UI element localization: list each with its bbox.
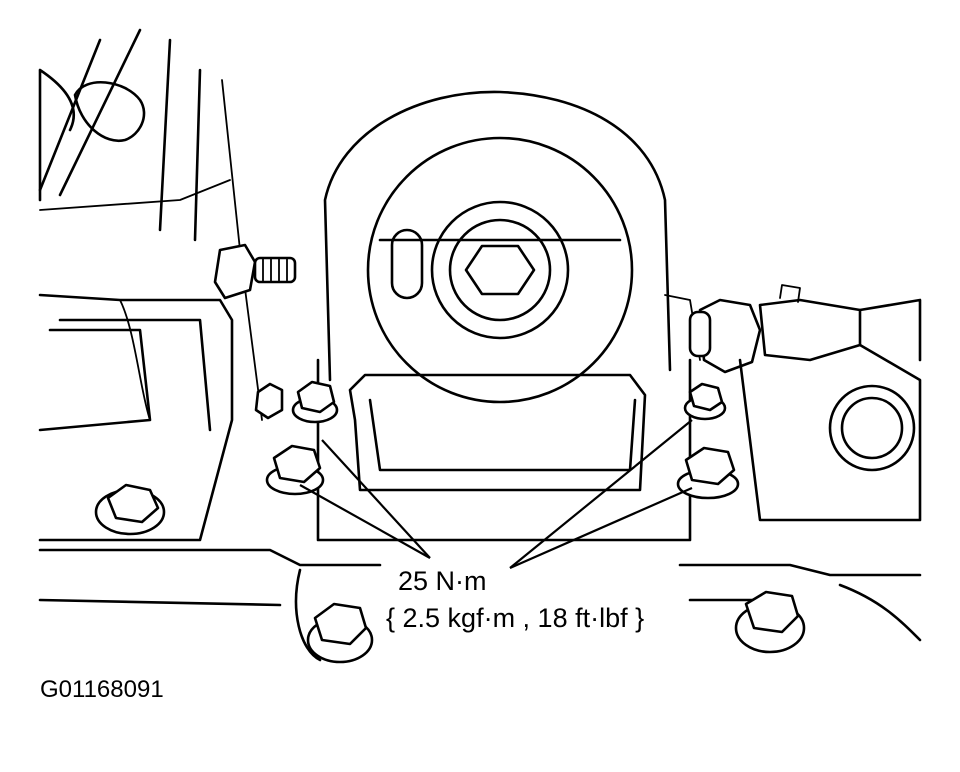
mount-base <box>316 294 701 542</box>
figure-id-label: G01168091 <box>40 676 164 703</box>
small-bolt-left <box>254 382 284 420</box>
lower-frame <box>38 548 922 662</box>
torque-conversion-label: { 2.5 kgf·m , 18 ft·lbf } <box>386 603 645 633</box>
lower-bolt-left <box>306 602 374 664</box>
mount-bolt-3 <box>676 446 740 500</box>
mount-bolt-2 <box>291 380 339 424</box>
mount-bolt-1 <box>265 444 325 496</box>
mount-housing <box>323 90 672 404</box>
upper-left-structure <box>38 28 231 242</box>
left-bracket <box>38 293 234 542</box>
torque-leader-lines <box>299 419 693 570</box>
torque-value-label: 25 N·m <box>398 566 487 596</box>
stud-bolt <box>213 243 297 300</box>
mount-bolt-4 <box>683 382 727 421</box>
right-structure <box>688 284 922 522</box>
flange-bolt-left <box>94 483 166 536</box>
lower-bolt-right <box>734 590 806 654</box>
